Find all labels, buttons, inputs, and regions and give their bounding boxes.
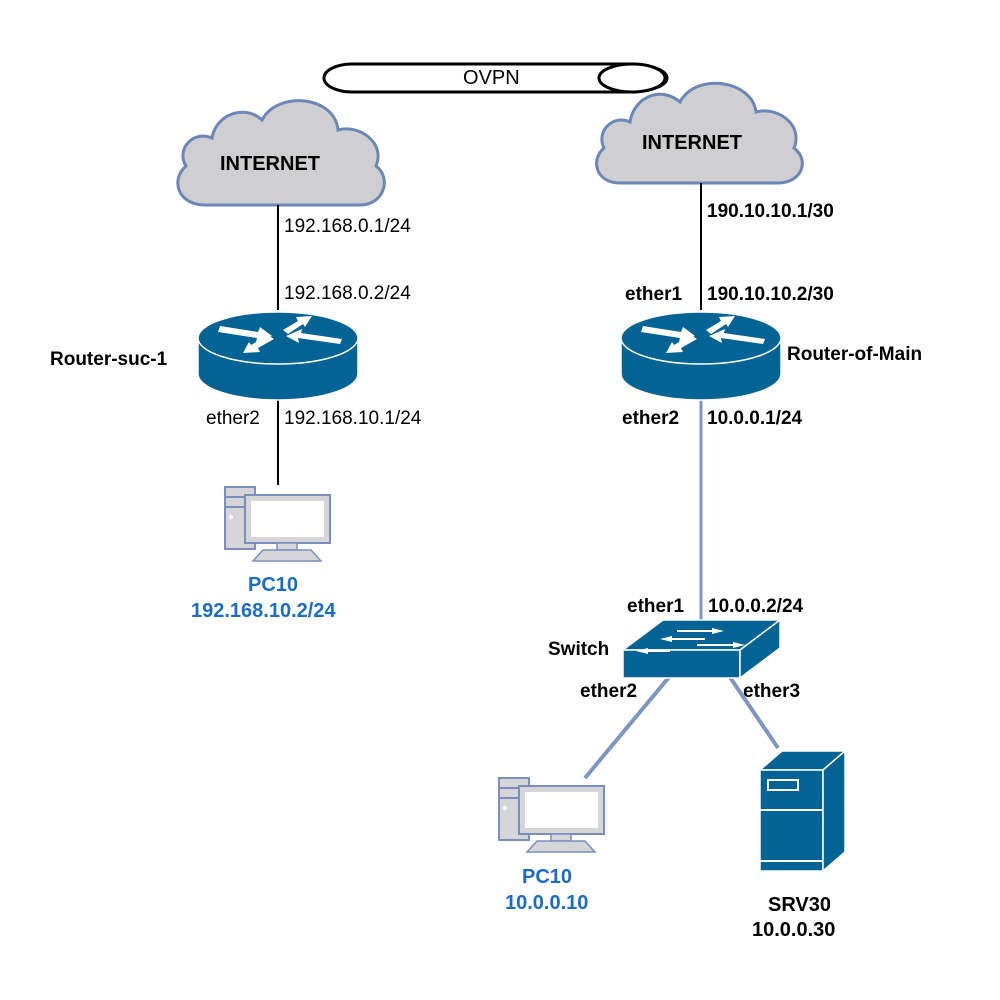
- switch-uplink-ip: 10.0.0.2/24: [708, 596, 804, 617]
- server-icon[interactable]: [757, 749, 848, 873]
- cloud-label-main: INTERNET: [642, 132, 742, 154]
- main-router-wan-ip: 190.10.10.2/30: [707, 284, 834, 305]
- main-router-wan-iface: ether1: [625, 284, 683, 305]
- main-router-name: Router-of-Main: [787, 344, 923, 365]
- server-name: SRV30: [768, 894, 832, 916]
- link-switch-server: [723, 668, 780, 750]
- internet-cloud-branch: [176, 99, 386, 207]
- switch-icon[interactable]: [620, 618, 783, 680]
- main-router-lan-iface: ether2: [622, 408, 680, 429]
- branch-router-wan-ip: 192.168.0.2/24: [284, 283, 411, 304]
- main-router-lan-ip: 10.0.0.1/24: [707, 408, 803, 429]
- server-ip: 10.0.0.30: [752, 919, 836, 941]
- switch-name: Switch: [548, 639, 610, 660]
- branch-pc-ip: 192.168.10.2/24: [191, 600, 336, 622]
- branch-router-name: Router-suc-1: [50, 349, 168, 370]
- pc-main-icon[interactable]: [498, 777, 605, 853]
- tunnel-end-icon: [597, 62, 667, 94]
- main-gateway-ip: 190.10.10.1/30: [707, 201, 834, 222]
- router-branch-icon[interactable]: [197, 311, 359, 401]
- tunnel-label: OVPN: [463, 67, 520, 89]
- pc-branch-icon[interactable]: [224, 486, 331, 562]
- branch-pc-name: PC10: [248, 574, 299, 596]
- branch-router-lan-ip: 192.168.10.1/24: [284, 408, 422, 429]
- cloud-label-branch: INTERNET: [220, 153, 320, 175]
- switch-port-server: ether3: [743, 681, 801, 702]
- internet-cloud-main: [595, 81, 804, 185]
- switch-port-pc: ether2: [580, 681, 638, 702]
- branch-gateway-ip: 192.168.0.1/24: [284, 216, 411, 237]
- branch-router-lan-iface: ether2: [206, 408, 260, 429]
- switch-uplink-iface: ether1: [627, 596, 685, 617]
- main-pc-name: PC10: [522, 866, 573, 888]
- ovpn-tunnel[interactable]: [322, 62, 669, 94]
- router-main-icon[interactable]: [620, 311, 782, 401]
- link-switch-pc: [583, 668, 677, 780]
- main-pc-ip: 10.0.0.10: [505, 892, 589, 914]
